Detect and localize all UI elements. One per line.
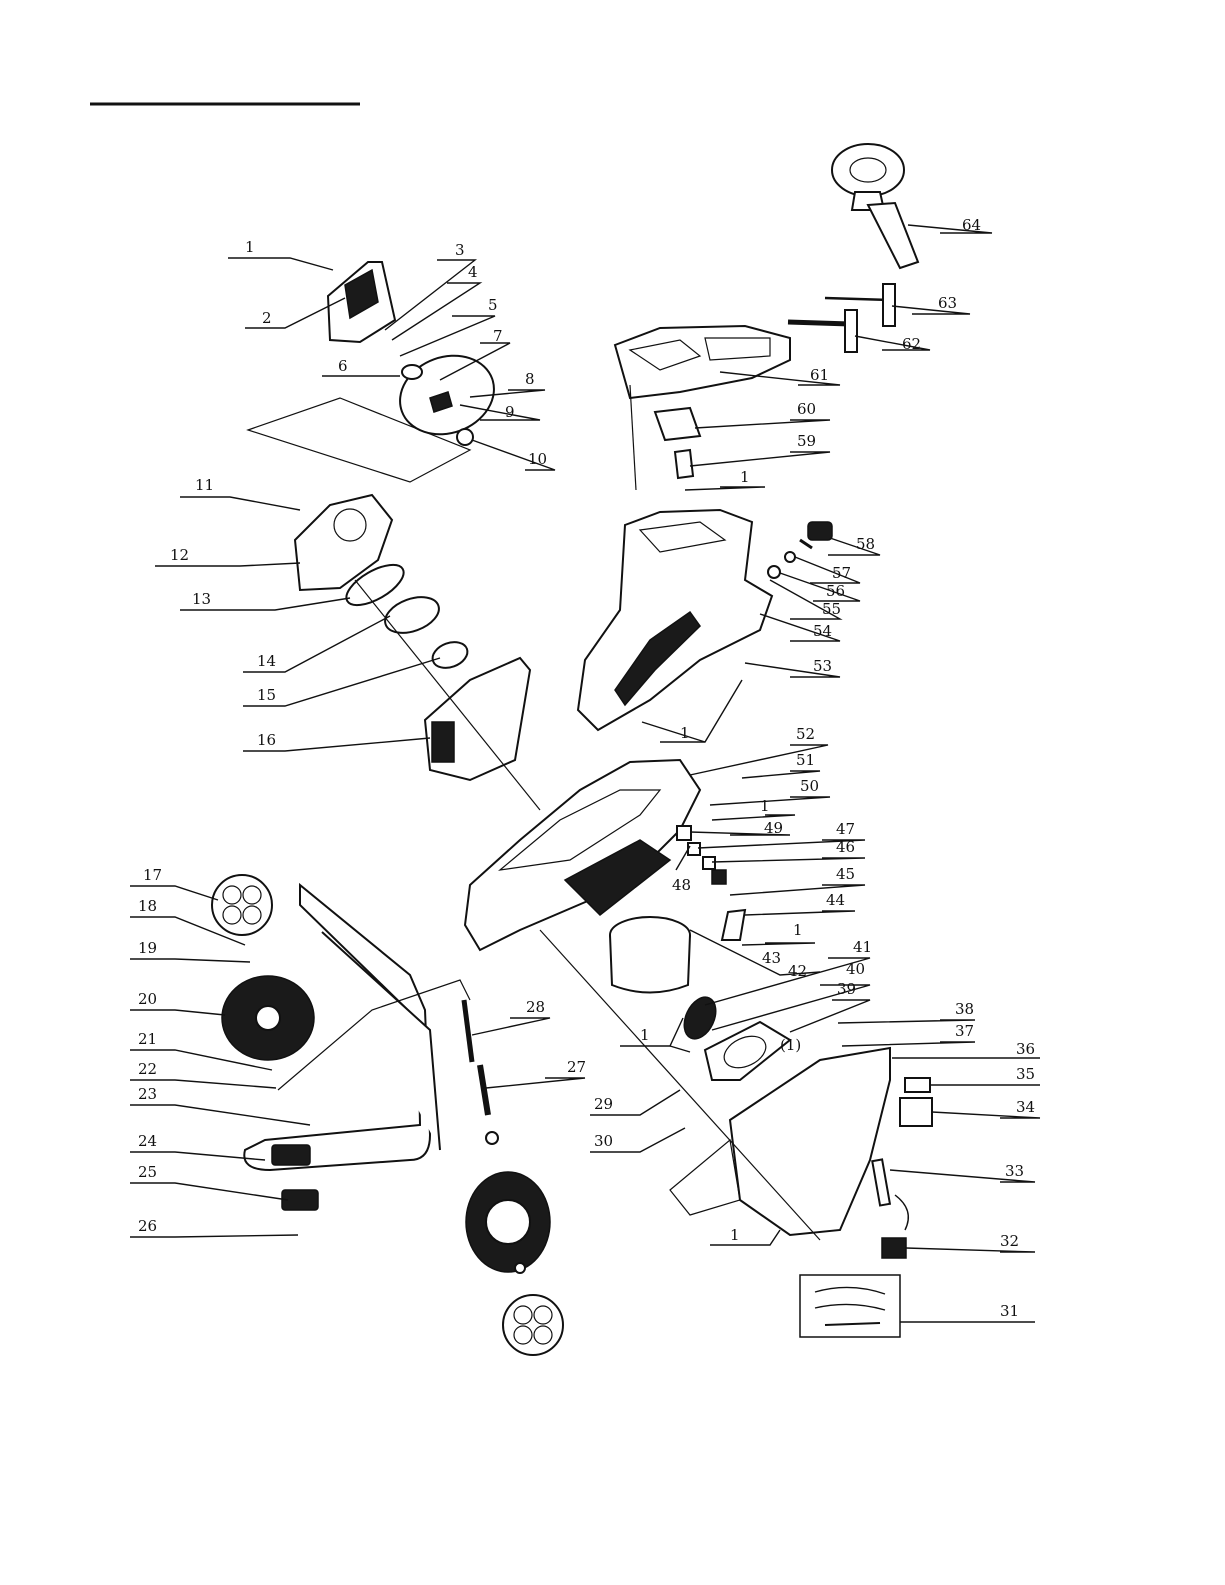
- callout-9: 9: [505, 403, 515, 421]
- callout-43: 43: [762, 949, 781, 967]
- callout-1-housing: 1: [760, 797, 770, 815]
- callout-44: 44: [826, 891, 845, 909]
- callout-4: 4: [468, 263, 478, 281]
- callout-39: 39: [837, 980, 856, 998]
- callout-3: 3: [455, 241, 465, 259]
- callout-30: 30: [594, 1132, 613, 1150]
- callout-15: 15: [257, 686, 276, 704]
- part-20b-wheel: [466, 1132, 550, 1273]
- part-27-28-axles: [464, 1000, 488, 1115]
- callout-1-hopper-body: 1: [680, 724, 690, 742]
- callout-36: 36: [1016, 1040, 1035, 1058]
- callout-41: 41: [853, 938, 872, 956]
- callout-1-lower: 1: [640, 1026, 650, 1044]
- callout-12: 12: [170, 546, 189, 564]
- callout-22: 22: [138, 1060, 157, 1078]
- callout-56: 56: [826, 582, 845, 600]
- callout-1-base: 1: [730, 1226, 740, 1244]
- callout-55: 55: [822, 600, 841, 618]
- part-20-wheel: [222, 976, 314, 1060]
- callout-1-paren: (1): [780, 1036, 801, 1054]
- callout-61: 61: [810, 366, 829, 384]
- part-63-62-tool-keys: [788, 284, 895, 352]
- part-32-33-cable: [872, 1159, 908, 1258]
- callout-47: 47: [836, 820, 855, 838]
- part-58-knob: [768, 522, 832, 578]
- callout-57: 57: [832, 564, 851, 582]
- part-17-hub-cap: [212, 875, 272, 935]
- callout-21: 21: [138, 1030, 157, 1048]
- part-43-cylinder: [610, 917, 690, 993]
- callout-2: 2: [262, 309, 272, 327]
- callout-37: 37: [955, 1022, 974, 1040]
- part-39-plate: [705, 1022, 790, 1080]
- part-16-motor-assembly: [425, 658, 530, 780]
- part-17b-hub-cap: [503, 1295, 563, 1355]
- callout-51: 51: [796, 751, 815, 769]
- part-54-hopper-body: [578, 510, 772, 730]
- callout-31: 31: [1000, 1302, 1019, 1320]
- callout-58: 58: [856, 535, 875, 553]
- part-42-cutting-roller: [678, 992, 722, 1044]
- callout-28: 28: [526, 998, 545, 1016]
- callout-19: 19: [138, 939, 157, 957]
- part-31-cable-ties-box: [800, 1275, 900, 1337]
- callout-6: 6: [338, 357, 348, 375]
- callout-26: 26: [138, 1217, 157, 1235]
- callout-64: 64: [962, 216, 981, 234]
- callout-7: 7: [493, 327, 503, 345]
- callout-5: 5: [488, 296, 498, 314]
- callout-29: 29: [594, 1095, 613, 1113]
- part-61-hopper-top: [615, 326, 790, 398]
- callout-34: 34: [1016, 1098, 1035, 1116]
- callout-14: 14: [257, 652, 276, 670]
- part-14-15-pulleys: [380, 590, 471, 672]
- part-36-lower-housing: [670, 1048, 890, 1235]
- callout-48: 48: [672, 876, 691, 894]
- callout-10: 10: [528, 450, 547, 468]
- callout-52: 52: [796, 725, 815, 743]
- callout-50: 50: [800, 777, 819, 795]
- callout-13: 13: [192, 590, 211, 608]
- callout-8: 8: [525, 370, 535, 388]
- callout-63: 63: [938, 294, 957, 312]
- callout-32: 32: [1000, 1232, 1019, 1250]
- callout-33: 33: [1005, 1162, 1024, 1180]
- part-60-59-plates: [655, 408, 700, 478]
- part-64-pusher-stick: [832, 144, 918, 268]
- callout-23: 23: [138, 1085, 157, 1103]
- callout-16: 16: [257, 731, 276, 749]
- callout-18: 18: [138, 897, 157, 915]
- callout-25: 25: [138, 1163, 157, 1181]
- callout-53: 53: [813, 657, 832, 675]
- callout-17: 17: [143, 866, 162, 884]
- callout-20: 20: [138, 990, 157, 1008]
- callout-40: 40: [846, 960, 865, 978]
- callout-1-switch: 1: [793, 921, 803, 939]
- callout-24: 24: [138, 1132, 157, 1150]
- callout-45: 45: [836, 865, 855, 883]
- callout-46: 46: [836, 838, 855, 856]
- callout-1: 1: [245, 238, 255, 256]
- callout-1-hopper-top: 1: [740, 468, 750, 486]
- callout-54: 54: [813, 622, 832, 640]
- callout-35: 35: [1016, 1065, 1035, 1083]
- callout-60: 60: [797, 400, 816, 418]
- callout-49: 49: [764, 819, 783, 837]
- callout-59: 59: [797, 432, 816, 450]
- callout-38: 38: [955, 1000, 974, 1018]
- callout-11: 11: [195, 476, 214, 494]
- callout-62: 62: [902, 335, 921, 353]
- part-34-35-switch: [900, 1078, 932, 1126]
- callout-42: 42: [788, 962, 807, 980]
- callout-27: 27: [567, 1058, 586, 1076]
